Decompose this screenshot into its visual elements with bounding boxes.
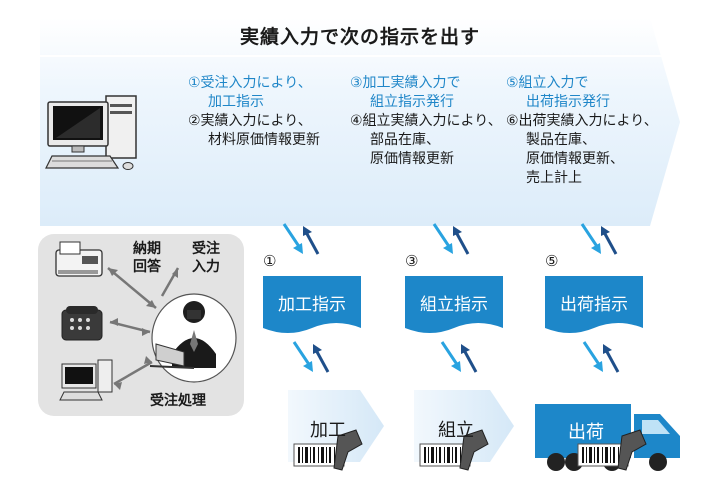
stage-label-kumitate: 組立 [438,420,474,441]
column-line: ⑥出荷実績入力により、 [506,113,658,129]
document-shape-1 [263,276,361,333]
arrow-pair-1-bottom [292,341,330,373]
text-column-3: ⑤組立入力で 出荷指示発行 ⑥出荷実績入力により、 製品在庫、 原価情報更新、 … [506,74,658,188]
barcode-scanner-icon [419,429,489,471]
document-shape-5 [545,276,643,333]
order-processing-illustration [55,241,237,401]
document-label-kumitate-shiji: 組立指示 [420,295,488,315]
text-column-2: ③加工実績入力で 組立指示発行 ④組立実績入力により、 部品在庫、 原価情報更新 [350,74,502,169]
column-line: 製品在庫、 [526,132,596,148]
column-line: 組立指示発行 [370,94,454,110]
arrow-pair-5-bottom [582,341,620,373]
barcode-scanner-icon [577,429,647,471]
stage-label-kakou: 加工 [310,420,346,441]
label-juchu-nyuryoku: 受注 入力 [192,241,220,275]
column-line: 原価情報更新 [370,151,454,167]
document-number-3: ③ [405,252,419,270]
column-line: 売上計上 [526,170,582,186]
column-line: ⑤組立入力で [506,75,589,91]
column-line: 部品在庫、 [370,132,440,148]
column-line: ①受注入力により、 [188,75,312,91]
fax-machine-icon [55,241,103,277]
column-line: ②実績入力により、 [188,113,312,129]
telephone-icon [61,306,103,341]
column-line: 原価情報更新、 [526,151,624,167]
label-order-processing: 受注処理 [150,393,206,409]
operator-icon [149,293,237,383]
document-number-1: ① [263,252,277,270]
page-title: 実績入力で次の指示を出す [239,26,480,48]
document-number-5: ⑤ [545,252,559,270]
text-column-1: ①受注入力により、 加工指示 ②実績入力により、 材料原価情報更新 [188,74,320,150]
banner-arrow [40,18,680,226]
desktop-computer-icon [45,95,137,170]
arrow-pair-1-top [282,223,320,255]
column-line: ④組立実績入力により、 [350,113,502,129]
label-nouki-kaitou: 納期 回答 [133,241,161,275]
document-label-kakou-shiji: 加工指示 [278,295,346,315]
column-line: 出荷指示発行 [526,94,610,110]
barcode-scanner-icon [293,429,363,471]
small-computer-icon [59,359,113,401]
document-shape-3 [405,276,503,333]
arrow-pair-3-top [432,223,470,255]
arrow-pair-5-top [580,223,618,255]
column-line: ③加工実績入力で [350,75,461,91]
document-label-shukka-shiji: 出荷指示 [560,295,628,315]
column-line: 加工指示 [208,94,264,110]
column-line: 材料原価情報更新 [208,132,320,148]
arrow-pair-3-bottom [440,341,478,373]
stage-label-shukka: 出荷 [568,422,604,443]
